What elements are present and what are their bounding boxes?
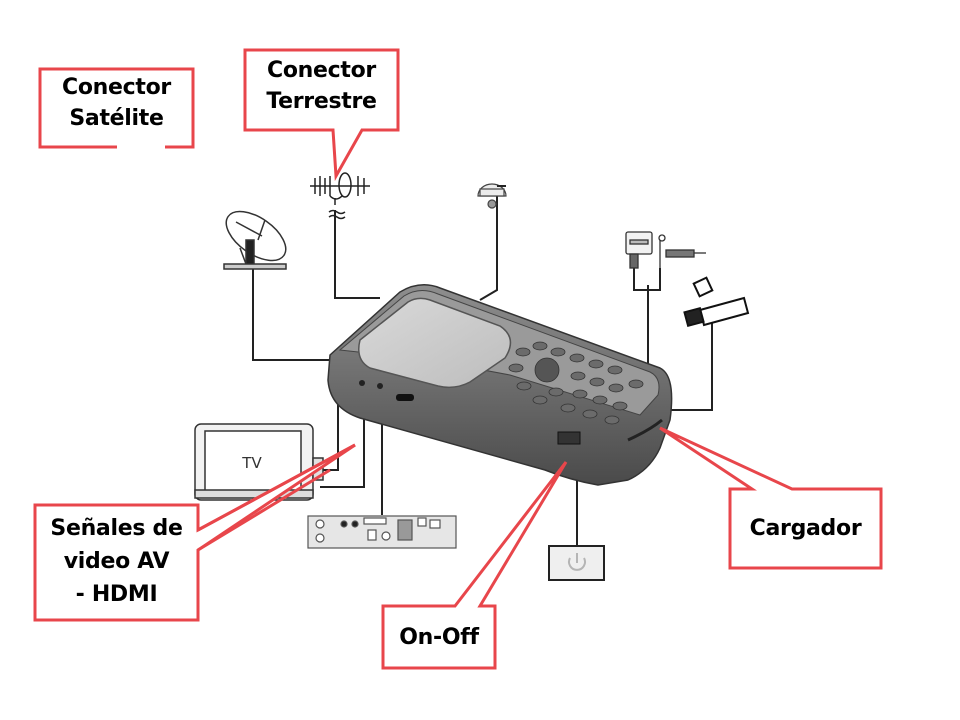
- device-side-ports: [359, 380, 414, 401]
- dome-camera-icon: [477, 183, 507, 209]
- usb-drive-icon: [683, 276, 750, 328]
- wire-satellite: [252, 268, 341, 372]
- callout-terrestrial-line-1: Conector: [267, 58, 376, 83]
- power-icon: [568, 553, 586, 571]
- callout-av-hdmi-line-3: - HDMI: [75, 582, 158, 607]
- callout-av-hdmi-line-2: video AV: [63, 549, 170, 574]
- satellite-dish-icon: [223, 210, 287, 270]
- device-keypad: [508, 341, 644, 425]
- callout-on-off-text: On-Off: [383, 622, 495, 653]
- wire-terrestrial: [334, 210, 380, 299]
- device-screen: [358, 297, 512, 389]
- power-button-panel: [548, 545, 605, 581]
- wire-adapter: [633, 268, 661, 291]
- callout-av-hdmi-line-1: Señales de: [50, 516, 183, 541]
- callout-shapes: [33, 48, 883, 670]
- callout-satellite-line-1: Conector: [62, 75, 171, 100]
- callout-satellite: [38, 67, 195, 149]
- callout-charger-line-1: Cargador: [749, 516, 862, 541]
- terrestrial-antenna-icon: [310, 172, 370, 220]
- satellite-meter-device: [327, 284, 673, 486]
- callout-av-hdmi-text: Señales de video AV - HDMI: [35, 512, 198, 611]
- wire-av-1: [317, 385, 339, 471]
- callout-on-off-line-1: On-Off: [399, 625, 479, 650]
- tv-label: TV: [241, 454, 262, 472]
- callout-terrestrial-text: Conector Terrestre: [245, 55, 398, 117]
- callout-av-pointer-lines: [197, 443, 356, 552]
- av-receiver-panel-icon: [307, 515, 457, 549]
- callout-satellite-text: Conector Satélite: [40, 72, 193, 134]
- callout-terrestrial: [243, 48, 400, 182]
- callout-charger: [659, 426, 883, 570]
- wire-usb: [665, 322, 713, 411]
- device-charger-port: [627, 418, 663, 442]
- callout-satellite-line-2: Satélite: [69, 106, 164, 131]
- callout-terrestrial-line-2: Terrestre: [266, 89, 377, 114]
- device-power-switch: [557, 431, 581, 445]
- callout-charger-text: Cargador: [730, 513, 881, 544]
- callout-on-off: [381, 461, 568, 670]
- wire-camera: [479, 188, 498, 301]
- power-adapter-icon: [625, 231, 706, 269]
